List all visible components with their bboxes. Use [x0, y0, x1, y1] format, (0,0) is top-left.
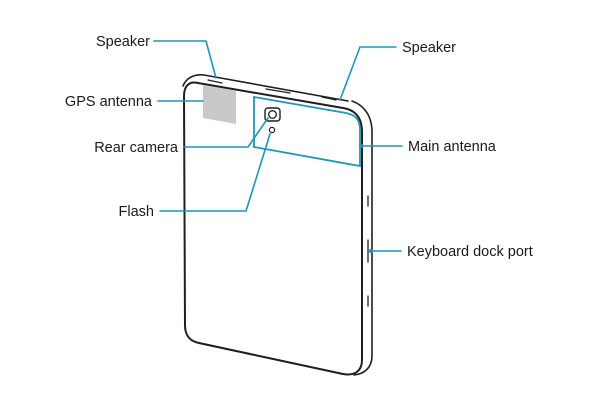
top-left-speaker-slot	[207, 79, 223, 84]
tablet-body	[182, 74, 373, 376]
label-gps-antenna: GPS antenna	[65, 94, 153, 110]
label-main-antenna: Main antenna	[408, 139, 497, 155]
label-speaker-right: Speaker	[402, 40, 456, 56]
label-keyboard-dock-port: Keyboard dock port	[407, 244, 533, 260]
tablet-right-side-edge	[351, 100, 373, 376]
rear-camera-lens	[268, 110, 277, 119]
top-edge-button	[265, 88, 291, 94]
label-flash: Flash	[119, 204, 154, 220]
main-antenna-zone	[253, 95, 361, 168]
leader-dot-main-antenna	[358, 143, 364, 149]
callout-leaders	[153, 40, 403, 254]
leader-speaker-right	[339, 46, 397, 101]
flash-led	[268, 126, 276, 134]
label-rear-camera: Rear camera	[94, 140, 179, 156]
tablet-back-face	[183, 81, 363, 376]
tablet-bottom-edge	[198, 342, 344, 375]
label-speaker-left: Speaker	[96, 34, 150, 50]
leader-speaker-left	[153, 40, 217, 79]
leader-dot-keyboard-dock-port	[368, 248, 374, 254]
leader-rear-camera	[183, 117, 269, 148]
top-right-speaker-slot	[321, 96, 337, 101]
leader-flash	[159, 133, 271, 212]
tablet-top-side-edge	[182, 74, 349, 102]
gps-antenna-zone	[203, 85, 236, 124]
